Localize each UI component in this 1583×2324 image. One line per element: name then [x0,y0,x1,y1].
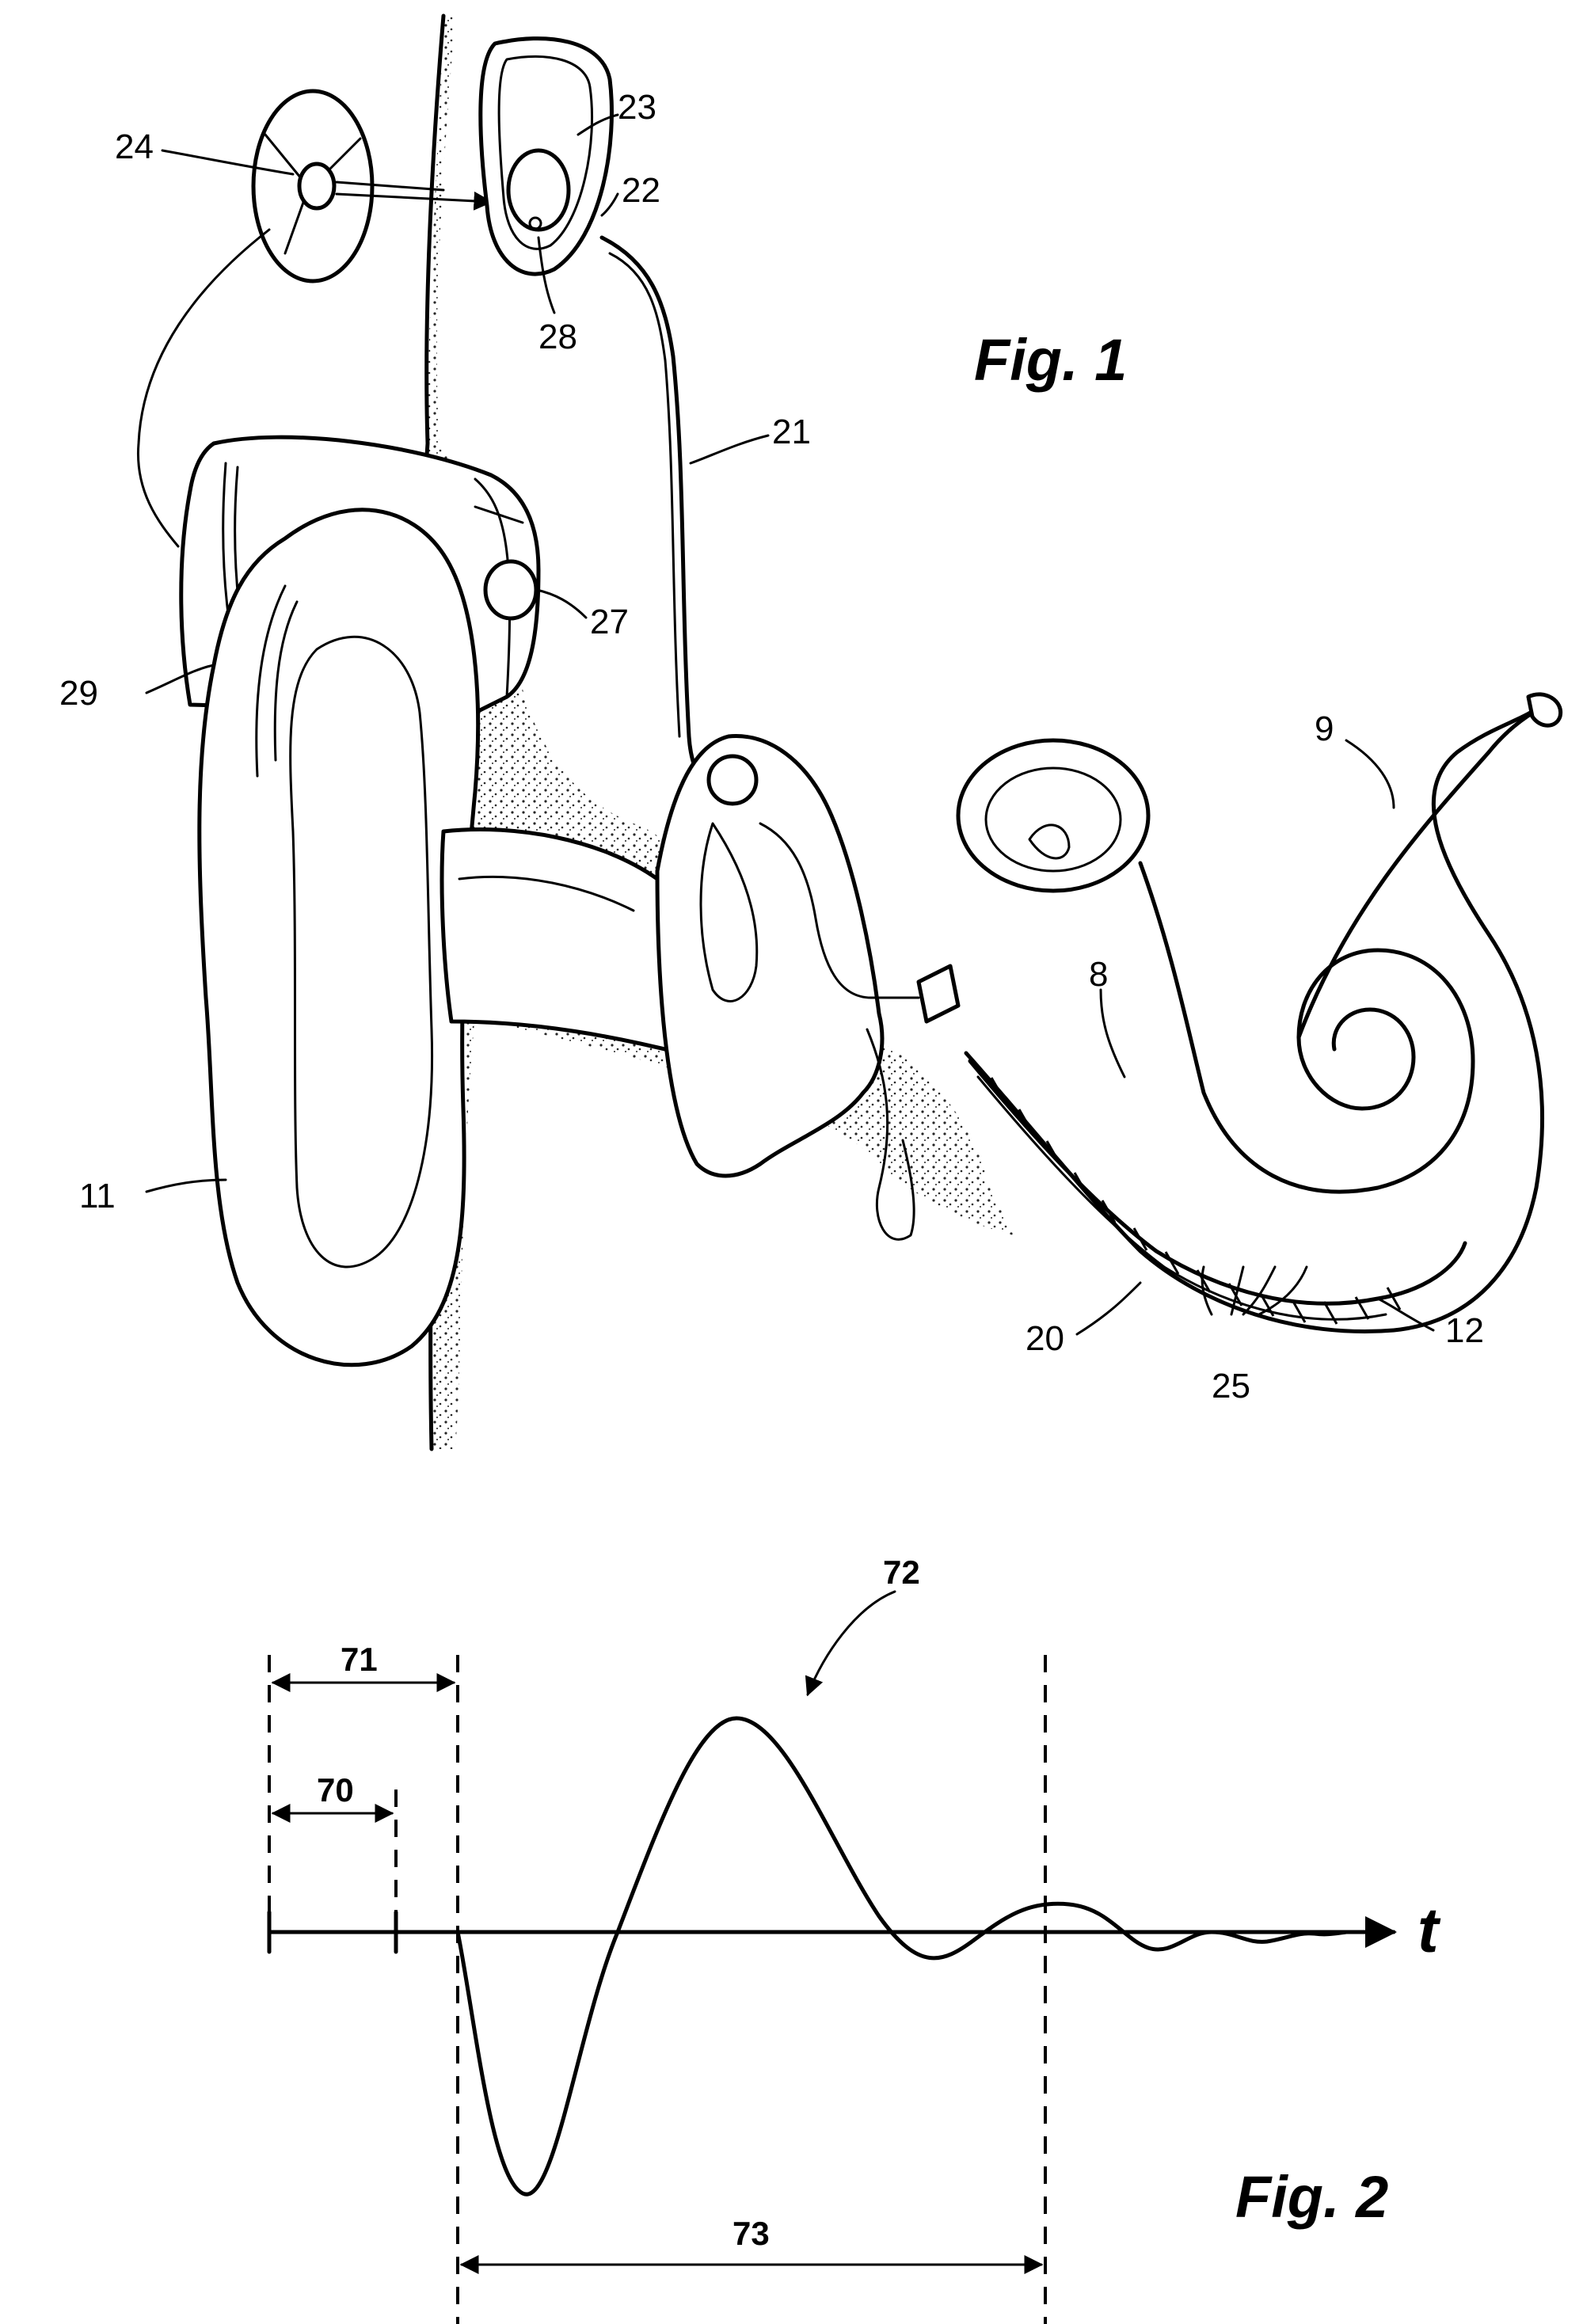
leader-72 [808,1592,895,1695]
pinna [200,510,478,1365]
electrode-contacts [991,1078,1400,1324]
ref-23: 23 [618,88,656,127]
ref-24: 24 [115,127,154,166]
ref-20: 20 [1026,1319,1064,1358]
time-axis-label: t [1417,1895,1441,1965]
ref-9: 9 [1315,709,1334,748]
ref-71: 71 [341,1641,378,1678]
electrode-lead [602,238,705,784]
implant-receiver [481,39,612,274]
semicircular-canals [958,740,1148,891]
figure-1: 24 23 22 28 21 27 29 9 8 11 20 25 12 Fig… [59,16,1561,1449]
ref-12: 12 [1445,1311,1484,1350]
auditory-nerve [1299,709,1540,1037]
transmitter-coil [253,91,372,281]
ref-8: 8 [1089,955,1108,994]
ref-25: 25 [1212,1367,1250,1405]
ref-28: 28 [538,318,577,356]
ref-27: 27 [590,603,629,641]
response-waveform [458,1718,1346,2194]
figure-1-caption: Fig. 1 [974,327,1127,393]
figure-2-caption: Fig. 2 [1235,2164,1388,2230]
figure-2: t 71 70 73 72 Fig. 2 [269,1554,1441,2324]
ref-72: 72 [883,1554,920,1591]
ref-73: 73 [733,2215,770,2252]
ref-11: 11 [79,1177,116,1215]
ref-21: 21 [772,413,811,451]
ref-29: 29 [59,674,98,713]
ref-22: 22 [622,171,660,210]
ref-70: 70 [317,1771,354,1809]
